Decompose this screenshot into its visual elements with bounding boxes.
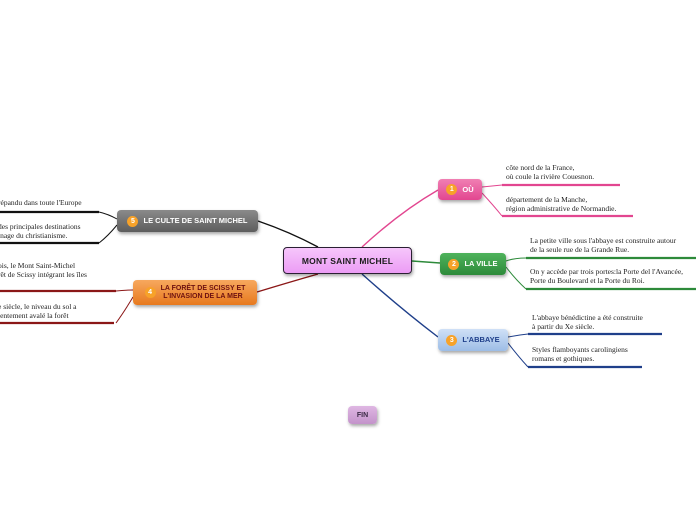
central-topic[interactable]: MONT SAINT MICHEL <box>283 247 412 274</box>
topic-label: L'ABBAYE <box>462 335 500 344</box>
fin-node[interactable]: FIN <box>348 406 377 424</box>
link-ville <box>411 260 441 264</box>
leaf-abbaye-2[interactable]: Styles flamboyants carolingiens romans e… <box>532 345 628 363</box>
topic-label: LA FORÊT DE SCISSY ET L'INVASION DE LA M… <box>160 284 246 300</box>
leaf-ou-2[interactable]: département de la Manche, région adminis… <box>506 195 617 213</box>
leaf-ou-1[interactable]: côte nord de la France, où coule la rivi… <box>506 163 595 181</box>
leaf-abbaye-1[interactable]: L'abbaye bénédictine a été construite à … <box>532 313 643 331</box>
topic-culte-saint-michel[interactable]: 5 LE CULTE DE SAINT MICHEL <box>117 210 258 232</box>
link-culte <box>257 220 319 248</box>
leaf-culte-2[interactable]: des principales destinations inage du ch… <box>0 222 81 240</box>
topic-ou[interactable]: 1 OÙ <box>438 179 482 200</box>
link-ou <box>361 189 439 248</box>
leaf-foret-1[interactable]: ois, le Mont Saint-Michel rêt de Scissy … <box>0 261 87 279</box>
topic-la-ville[interactable]: 2 LA VILLE <box>440 253 506 275</box>
number-badge-icon: 2 <box>448 258 460 270</box>
link-foret <box>256 273 319 293</box>
topic-label: LE CULTE DE SAINT MICHEL <box>143 216 248 225</box>
leaf-ville-1[interactable]: La petite ville sous l'abbaye est constr… <box>530 236 677 254</box>
topic-foret-scissy[interactable]: 4 LA FORÊT DE SCISSY ET L'INVASION DE LA… <box>133 280 257 305</box>
fin-label: FIN <box>356 411 369 419</box>
number-badge-icon: 3 <box>446 334 458 346</box>
topic-label: LA VILLE <box>464 259 498 268</box>
leaf-ville-2[interactable]: On y accède par trois portes:la Porte de… <box>530 267 684 285</box>
leaf-foret-2[interactable]: e siècle, le niveau du sol a lentement a… <box>0 302 77 320</box>
number-badge-icon: 5 <box>127 215 139 227</box>
topic-label: OÙ <box>462 184 474 194</box>
topic-abbaye[interactable]: 3 L'ABBAYE <box>438 329 508 351</box>
central-topic-label: MONT SAINT MICHEL <box>301 255 394 266</box>
link-abbaye <box>361 273 439 338</box>
number-badge-icon: 1 <box>446 184 458 195</box>
number-badge-icon: 4 <box>144 287 156 298</box>
leaf-culte-1[interactable]: répandu dans toute l'Europe <box>0 198 82 207</box>
